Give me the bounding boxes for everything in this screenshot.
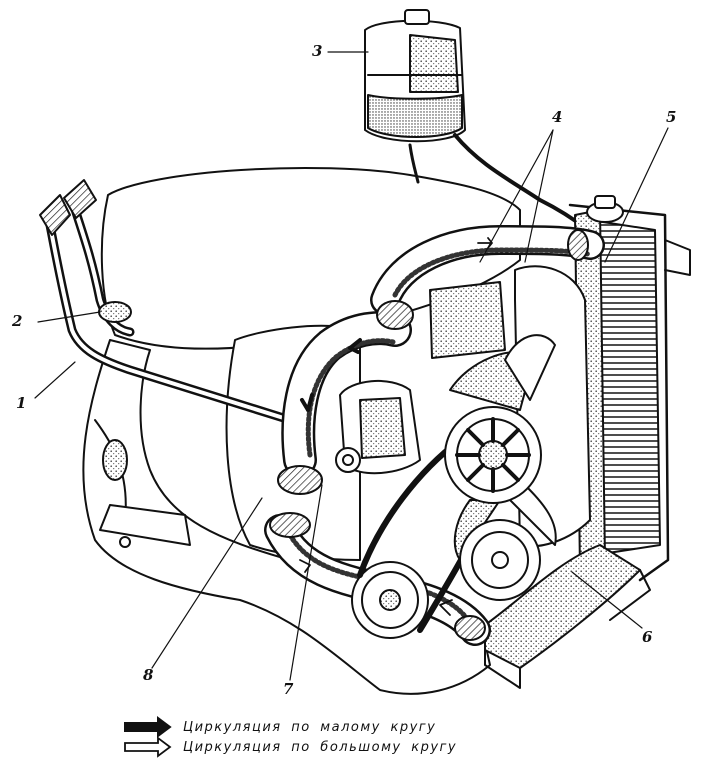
leader-5 xyxy=(604,127,669,263)
callout-6: 6 xyxy=(642,628,653,646)
callout-7: 7 xyxy=(283,680,294,698)
hose-clamp xyxy=(567,229,589,261)
tank-hose xyxy=(453,133,590,232)
callout-2: 2 xyxy=(12,312,23,330)
engine-mount-hole xyxy=(102,439,128,481)
legend-large-circuit: Циркуляция по большому кругу xyxy=(175,737,457,757)
fan-blade xyxy=(504,334,556,401)
legend-large-circuit-label: Циркуляция по большому кругу xyxy=(183,739,458,755)
leader-6 xyxy=(571,571,643,629)
hose-clamp xyxy=(454,615,486,641)
leader-8 xyxy=(151,497,263,669)
callout-8: 8 xyxy=(143,666,154,684)
callout-5: 5 xyxy=(666,108,677,126)
legend-small-circuit-label: Циркуляция по малому кругу xyxy=(183,719,437,735)
hose-clamp xyxy=(269,512,311,538)
leader-1 xyxy=(34,361,76,399)
callout-4: 4 xyxy=(552,108,563,126)
callout-3: 3 xyxy=(312,42,323,60)
legend-filled-arrow xyxy=(124,716,172,738)
legend-hollow-arrow xyxy=(124,736,172,758)
hose-clamp xyxy=(277,465,323,495)
leader-7 xyxy=(289,484,323,681)
legend-small-circuit: Циркуляция по малому кругу xyxy=(175,717,436,737)
leader-2 xyxy=(37,311,101,323)
leader-4b xyxy=(524,129,554,263)
hose-clamp xyxy=(376,300,414,330)
callout-1: 1 xyxy=(16,394,27,412)
leader-4a xyxy=(479,129,554,263)
